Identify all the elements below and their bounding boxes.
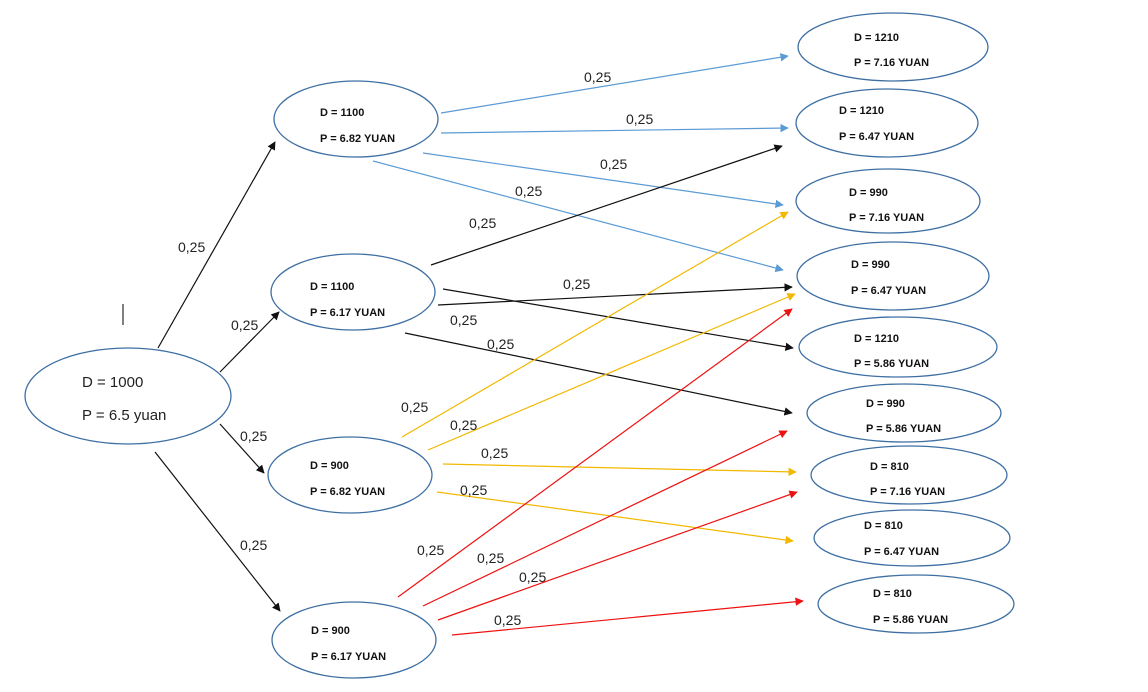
edge-arrow-red: [451, 597, 804, 636]
node-price: P = 6.47 YUAN: [851, 285, 926, 297]
edge-arrow-black: [437, 283, 793, 306]
edge-arrow-red: [422, 430, 788, 607]
node-demand: D = 990: [866, 398, 905, 410]
node-demand: D = 810: [873, 588, 912, 600]
level1-node: D = 1100 P = 6.82 YUAN: [273, 80, 439, 158]
edge-arrow-orange: [427, 293, 796, 451]
edge-probability-label: 0,25: [584, 69, 611, 85]
edge-probability-label: 0,25: [481, 445, 508, 461]
edge-probability-label: 0,25: [477, 550, 504, 566]
node-demand: D = 900: [310, 460, 349, 472]
edge-arrow-black: [430, 144, 783, 266]
node-demand: D = 990: [851, 259, 890, 271]
edge-arrow-orange: [442, 463, 797, 477]
level2-node: D = 810 P = 5.86 YUAN: [817, 574, 1015, 634]
edge-probability-label: 0,25: [450, 417, 477, 433]
node-price: P = 6.82 YUAN: [320, 133, 395, 145]
root-node: D = 1000 P = 6.5 yuan: [24, 347, 232, 445]
node-demand: D = 1210: [839, 105, 884, 117]
edge-probability-label: 0,25: [469, 215, 496, 231]
node-price: P = 6.17 YUAN: [311, 651, 386, 663]
edge-probability-label: 0,25: [494, 612, 521, 628]
node-price: P = 5.86 YUAN: [866, 423, 941, 435]
node-price: P = 5.86 YUAN: [854, 358, 929, 370]
node-demand: D = 810: [870, 461, 909, 473]
node-price: P = 6.47 YUAN: [839, 131, 914, 143]
edge-probability-label: 0,25: [626, 111, 653, 127]
level2-node: D = 1210 P = 5.86 YUAN: [798, 316, 998, 378]
root-demand: D = 1000: [82, 374, 143, 391]
node-price: P = 7.16 YUAN: [849, 212, 924, 224]
node-demand: D = 1210: [854, 32, 899, 44]
node-demand: D = 1100: [320, 107, 364, 119]
node-price: P = 6.17 YUAN: [310, 307, 385, 319]
level1-node: D = 900 P = 6.82 YUAN: [267, 436, 433, 514]
level2-node: D = 990 P = 5.86 YUAN: [806, 383, 1002, 443]
node-demand: D = 1100: [310, 281, 354, 293]
edge-probability-label: 0,25: [240, 537, 267, 553]
edge-arrow-black: [219, 311, 280, 373]
edge-probability-label: 0,25: [487, 336, 514, 352]
edge-probability-label: 0,25: [178, 239, 205, 255]
node-demand: D = 1210: [854, 333, 899, 345]
level2-node: D = 810 P = 6.47 YUAN: [813, 509, 1011, 567]
edge-arrow-orange: [436, 491, 794, 545]
level2-node: D = 990 P = 6.47 YUAN: [796, 241, 990, 311]
root-price: P = 6.5 yuan: [82, 407, 166, 424]
edge-arrow-blue: [440, 53, 789, 114]
edge-arrow-black: [219, 423, 265, 474]
edge-arrow-blue: [440, 123, 789, 134]
root-ellipse: [24, 347, 232, 445]
level2-node: D = 1210 P = 6.47 YUAN: [795, 88, 979, 158]
node-demand: D = 900: [311, 625, 350, 637]
edge-arrow-red: [437, 490, 798, 621]
level1-node: D = 1100 P = 6.17 YUAN: [270, 253, 436, 331]
node-price: P = 6.82 YUAN: [310, 486, 385, 498]
edge-arrow-black: [154, 451, 281, 612]
edges: [154, 53, 804, 636]
level2-node: D = 1210 P = 7.16 YUAN: [797, 12, 989, 82]
edge-arrow-black: [442, 288, 794, 351]
node-demand: D = 810: [864, 520, 903, 532]
node-demand: D = 990: [849, 187, 888, 199]
edge-probability-label: 0,25: [515, 183, 542, 199]
node-price: P = 7.16 YUAN: [854, 57, 929, 69]
level2-node: D = 810 P = 7.16 YUAN: [810, 445, 1008, 505]
node-price: P = 7.16 YUAN: [870, 486, 945, 498]
edge-arrow-black: [404, 332, 793, 416]
edge-probability-label: 0,25: [417, 542, 444, 558]
level2-node: D = 990 P = 7.16 YUAN: [795, 168, 981, 234]
node-price: P = 5.86 YUAN: [873, 614, 948, 626]
edge-arrow-blue: [422, 152, 784, 209]
level1-node: D = 900 P = 6.17 YUAN: [271, 601, 437, 679]
edge-probability-label: 0,25: [231, 317, 258, 333]
edge-arrow-red: [397, 308, 793, 598]
edge-probability-label: 0,25: [563, 276, 590, 292]
edge-arrow-black: [157, 141, 276, 349]
edge-probability-label: 0,25: [600, 156, 627, 172]
edge-probability-label: 0,25: [401, 399, 428, 415]
edge-probability-label: 0,25: [519, 569, 546, 585]
edge-probability-label: 0,25: [460, 482, 487, 498]
edge-probability-label: 0,25: [450, 312, 477, 328]
edge-labels: 0,250,250,250,250,250,250,250,250,250,25…: [178, 69, 653, 628]
node-price: P = 6.47 YUAN: [864, 546, 939, 558]
edge-probability-label: 0,25: [240, 428, 267, 444]
edge-arrow-orange: [401, 211, 789, 438]
